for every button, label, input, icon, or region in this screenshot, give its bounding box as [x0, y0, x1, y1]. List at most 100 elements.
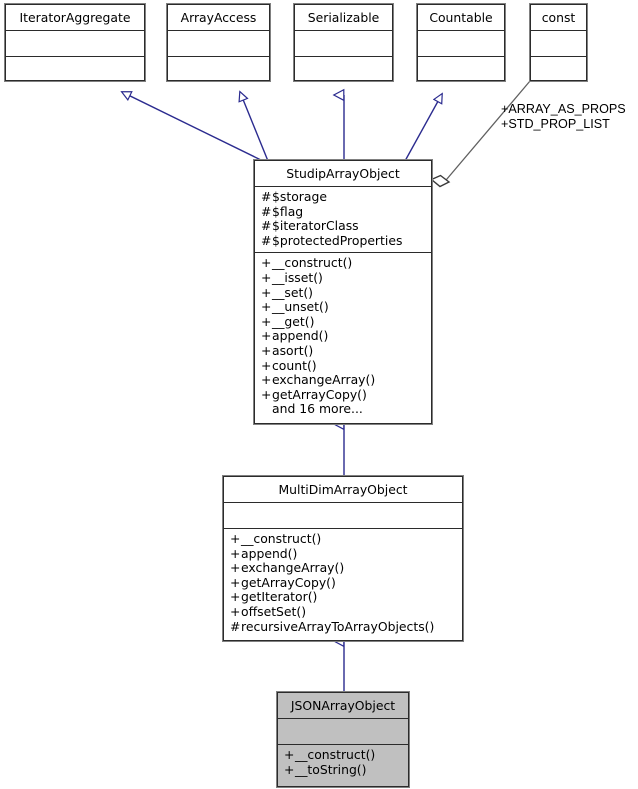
member-label: getArrayCopy() — [272, 386, 367, 402]
visibility-marker: + — [261, 299, 272, 315]
class-member-row: +__isset() — [261, 269, 426, 286]
class-attributes-json-array-object — [278, 719, 408, 744]
class-separator — [418, 56, 504, 57]
class-name-serializable: Serializable — [307, 10, 380, 25]
class-box-studip-array-object[interactable]: StudipArrayObject #$storage #$flag #$ite… — [253, 159, 433, 425]
class-separator — [168, 30, 269, 31]
class-separator — [295, 56, 392, 57]
class-box-array-access[interactable]: ArrayAccess — [166, 3, 271, 82]
visibility-marker: + — [230, 574, 241, 590]
class-name-const: const — [541, 10, 576, 25]
visibility-marker: + — [261, 342, 272, 358]
class-separator — [278, 744, 408, 745]
visibility-marker: # — [230, 618, 241, 634]
class-member-row: +count() — [261, 357, 426, 374]
visibility-marker: + — [261, 386, 272, 402]
class-attributes-multi-dim-array-object — [224, 503, 462, 528]
class-box-json-array-object[interactable]: JSONArrayObject +__construct() +__toStri… — [276, 691, 410, 788]
class-box-iterator-aggregate[interactable]: IteratorAggregate — [4, 3, 146, 82]
visibility-marker: + — [230, 545, 241, 561]
member-label: count() — [272, 357, 317, 373]
class-member-row: +getArrayCopy() — [230, 574, 457, 591]
class-member-row: +__unset() — [261, 299, 426, 315]
class-operations-countable — [418, 57, 504, 81]
visibility-marker: + — [230, 560, 241, 576]
member-label: getIterator() — [241, 589, 318, 605]
member-label: and 16 more... — [272, 401, 363, 417]
class-box-countable[interactable]: Countable — [416, 3, 506, 82]
edge-aggregation-const — [430, 80, 531, 188]
class-member-row: +append() — [261, 329, 426, 344]
class-name-studip-array-object: StudipArrayObject — [286, 166, 400, 181]
association-label-line-1: +ARRAY_AS_PROPS — [501, 102, 626, 116]
visibility-marker: # — [261, 218, 272, 234]
class-member-row: +__set() — [261, 284, 426, 301]
class-member-row: +getIterator() — [230, 590, 457, 605]
visibility-marker: + — [261, 284, 272, 300]
class-separator — [295, 30, 392, 31]
class-box-serializable[interactable]: Serializable — [293, 3, 394, 82]
class-separator — [168, 56, 269, 57]
class-member-row: +offsetSet() — [230, 603, 457, 620]
class-attributes-iterator-aggregate — [6, 31, 144, 56]
class-separator — [418, 30, 504, 31]
class-member-row: +exchangeArray() — [261, 372, 426, 388]
visibility-marker: + — [284, 747, 295, 762]
class-member-row: +__toString() — [284, 761, 403, 778]
edge-inheritance-countable — [404, 94, 442, 162]
member-label: __toString() — [295, 761, 367, 777]
class-separator — [6, 56, 144, 57]
class-member-row: +__get() — [261, 313, 426, 330]
class-attributes-array-access — [168, 31, 269, 56]
class-separator — [224, 528, 462, 529]
edge-inheritance-iterator-aggregate — [122, 92, 264, 162]
member-label: __unset() — [272, 299, 329, 315]
member-label: exchangeArray() — [272, 372, 376, 388]
visibility-marker: + — [261, 357, 272, 373]
member-label: $iteratorClass — [272, 218, 359, 234]
member-label: __get() — [272, 313, 315, 329]
member-label: exchangeArray() — [241, 560, 345, 576]
class-separator — [531, 30, 586, 31]
class-name-countable: Countable — [429, 10, 493, 25]
class-box-const[interactable]: const — [529, 3, 588, 82]
member-label: append() — [241, 545, 298, 561]
class-operations-const — [531, 57, 586, 81]
class-attributes-countable — [418, 31, 504, 56]
member-label: __isset() — [272, 269, 323, 285]
class-member-row: #$iteratorClass — [261, 218, 426, 234]
member-label: __set() — [272, 284, 313, 300]
class-attributes-const — [531, 31, 586, 56]
member-label: __construct() — [272, 255, 353, 271]
class-member-row: #$storage — [261, 189, 426, 205]
visibility-marker: + — [261, 269, 272, 285]
aggregation-diamond — [430, 174, 451, 188]
class-member-row: +asort() — [261, 342, 426, 359]
class-member-row: +getArrayCopy() — [261, 386, 426, 403]
class-box-multi-dim-array-object[interactable]: MultiDimArrayObject +__construct() +appe… — [222, 475, 464, 642]
member-label: $protectedProperties — [272, 232, 403, 248]
visibility-marker: + — [284, 761, 295, 777]
association-label-const-members: +ARRAY_AS_PROPS +STD_PROP_LIST — [501, 102, 626, 132]
class-operations-serializable — [295, 57, 392, 81]
visibility-marker: + — [261, 372, 272, 388]
class-separator — [278, 718, 408, 719]
class-member-row: #$flag — [261, 203, 426, 220]
visibility-marker: # — [261, 232, 272, 248]
class-name-array-access: ArrayAccess — [180, 10, 257, 25]
visibility-marker: # — [261, 203, 272, 219]
class-member-row: +append() — [230, 545, 457, 562]
visibility-marker: + — [230, 531, 241, 546]
visibility-marker: # — [261, 189, 272, 204]
class-separator — [255, 186, 431, 187]
class-operations-multi-dim-array-object: +__construct() +append() +exchangeArray(… — [224, 529, 462, 638]
visibility-marker: + — [261, 313, 272, 329]
visibility-marker: + — [261, 328, 272, 344]
member-label: $flag — [272, 203, 304, 219]
visibility-marker: + — [230, 603, 241, 619]
member-label: append() — [272, 328, 329, 344]
edge-inheritance-array-access — [240, 92, 269, 162]
member-label: __construct() — [241, 531, 322, 546]
class-name-multi-dim-array-object: MultiDimArrayObject — [278, 482, 408, 497]
